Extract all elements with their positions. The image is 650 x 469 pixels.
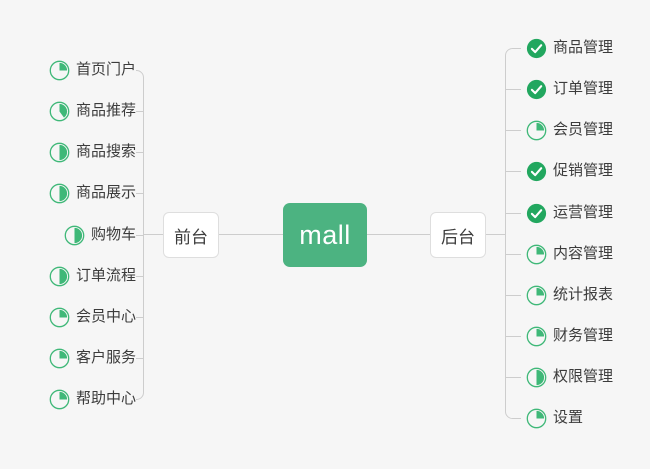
leaf-item-left-6[interactable]: 会员中心 [49, 304, 136, 330]
leaf-item-label: 运营管理 [553, 204, 614, 221]
pie-progress-icon [64, 225, 85, 246]
leaf-item-left-1[interactable]: 商品推荐 [49, 98, 136, 124]
leaf-item-right-1[interactable]: 订单管理 [526, 76, 613, 102]
pie-progress-icon [49, 307, 70, 328]
center-node-label: mall [299, 219, 351, 250]
check-circle-icon [526, 161, 547, 182]
leaf-item-right-3[interactable]: 促销管理 [526, 158, 613, 184]
pie-progress-icon [526, 244, 547, 265]
leaf-item-right-4[interactable]: 运营管理 [526, 200, 613, 226]
leaf-item-label: 会员中心 [75, 308, 136, 325]
leaf-item-right-9[interactable]: 设置 [526, 405, 583, 431]
leaf-item-label: 统计报表 [553, 286, 614, 303]
leaf-item-right-8[interactable]: 权限管理 [526, 364, 613, 390]
leaf-item-right-6[interactable]: 统计报表 [526, 282, 613, 308]
leaf-item-right-5[interactable]: 内容管理 [526, 241, 613, 267]
pie-progress-icon [49, 183, 70, 204]
branch-node-backend-label: 后台 [441, 227, 475, 247]
leaf-item-label: 首页门户 [75, 61, 136, 78]
branch-node-frontend[interactable]: 前台 [163, 212, 219, 258]
leaf-item-right-2[interactable]: 会员管理 [526, 117, 613, 143]
leaf-item-label: 商品推荐 [75, 102, 136, 119]
pie-progress-icon [49, 142, 70, 163]
pie-progress-icon [49, 101, 70, 122]
pie-progress-icon [526, 326, 547, 347]
leaf-item-label: 会员管理 [553, 121, 614, 138]
leaf-item-right-0[interactable]: 商品管理 [526, 35, 613, 61]
leaf-item-label: 帮助中心 [75, 390, 136, 407]
check-circle-icon [526, 203, 547, 224]
leaf-item-label: 商品搜索 [75, 143, 136, 160]
leaf-item-label: 商品展示 [75, 184, 136, 201]
connector-path [136, 392, 144, 400]
check-circle-icon [526, 38, 547, 59]
leaf-item-left-8[interactable]: 帮助中心 [49, 386, 136, 412]
leaf-item-label: 内容管理 [553, 245, 614, 262]
check-circle-icon [526, 79, 547, 100]
leaf-item-left-7[interactable]: 客户服务 [49, 345, 136, 371]
pie-progress-icon [49, 348, 70, 369]
leaf-item-label: 购物车 [90, 226, 136, 243]
leaf-item-label: 订单管理 [553, 80, 614, 97]
connector-path [505, 411, 521, 419]
leaf-item-label: 财务管理 [553, 327, 614, 344]
connector-path [505, 48, 521, 56]
leaf-item-label: 订单流程 [75, 267, 136, 284]
pie-progress-icon [526, 408, 547, 429]
leaf-item-right-7[interactable]: 财务管理 [526, 323, 613, 349]
connector-path [136, 70, 144, 78]
leaf-item-label: 商品管理 [553, 39, 614, 56]
leaf-item-label: 权限管理 [553, 368, 614, 385]
leaf-item-label: 客户服务 [75, 349, 136, 366]
leaf-item-left-5[interactable]: 订单流程 [49, 263, 136, 289]
leaf-item-left-0[interactable]: 首页门户 [49, 57, 136, 83]
pie-progress-icon [526, 367, 547, 388]
branch-node-backend[interactable]: 后台 [430, 212, 486, 258]
leaf-item-left-3[interactable]: 商品展示 [49, 180, 136, 206]
pie-progress-icon [526, 285, 547, 306]
leaf-item-left-4[interactable]: 购物车 [64, 222, 136, 248]
pie-progress-icon [49, 60, 70, 81]
leaf-item-label: 设置 [553, 409, 584, 426]
leaf-item-left-2[interactable]: 商品搜索 [49, 139, 136, 165]
leaf-item-label: 促销管理 [553, 162, 614, 179]
center-node-mall[interactable]: mall [283, 203, 367, 267]
branch-node-frontend-label: 前台 [174, 227, 208, 247]
pie-progress-icon [49, 389, 70, 410]
pie-progress-icon [526, 120, 547, 141]
pie-progress-icon [49, 266, 70, 287]
